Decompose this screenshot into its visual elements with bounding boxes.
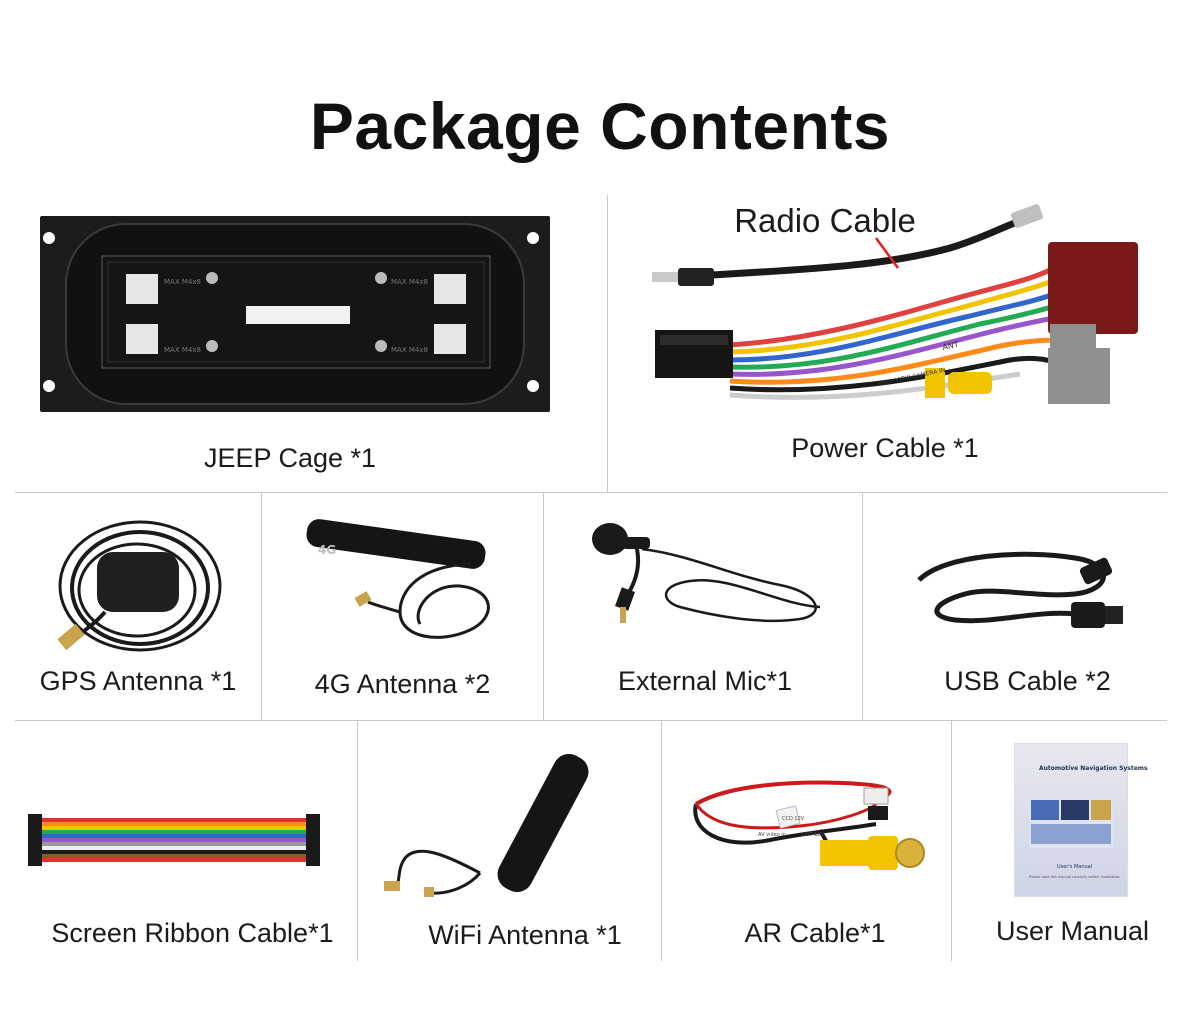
divider-row-1 (15, 492, 1167, 493)
manual-title: Automotive Navigation Systems (1039, 765, 1148, 772)
jeep-cage-image: MAX M4x8 MAX M4x8 MAX M4x8 MAX M4x8 (40, 216, 550, 412)
ar-tag: CCD 12V (782, 816, 805, 822)
divider-col-mid-2 (543, 493, 544, 720)
cage-mark: MAX M4x8 (164, 278, 201, 286)
gps-antenna-label: GPS Antenna *1 (39, 666, 237, 696)
external-mic-image (580, 515, 830, 665)
cage-mark: MAX M4x8 (164, 346, 201, 354)
manual-subtitle: User's Manual (1057, 864, 1092, 870)
ar-cable-image: CCD 12V AV video in OUT 12V (680, 770, 950, 900)
cage-mark: MAX M4x8 (391, 278, 428, 286)
divider-col-bot-2 (661, 721, 662, 961)
gps-antenna-image (45, 510, 225, 660)
divider-row-2 (15, 720, 1167, 721)
ar-cable-label: AR Cable*1 (744, 918, 886, 948)
power-cable-label: Power Cable *1 (791, 433, 979, 463)
ar-tag: AV video in (758, 832, 786, 838)
4g-antenna-image: 4G (300, 519, 520, 660)
cage-mark: MAX M4x8 (391, 346, 428, 354)
usb-cable-label: USB Cable *2 (944, 666, 1111, 696)
divider-col-mid-3 (862, 493, 863, 720)
antenna-badge: 4G (318, 543, 336, 557)
ribbon-cable-label: Screen Ribbon Cable*1 (51, 918, 334, 948)
ar-tag: OUT 12V (802, 832, 825, 838)
ribbon-cable-image (28, 812, 320, 868)
manual-note: Please read this manual carefully before… (1029, 875, 1120, 879)
radio-cable-label: Radio Cable (734, 202, 916, 239)
wifi-antenna-image (380, 745, 620, 905)
jeep-cage-label: JEEP Cage *1 (203, 443, 377, 473)
divider-col-bot-1 (357, 721, 358, 961)
4g-antenna-label: 4G Antenna *2 (314, 669, 491, 699)
user-manual-image: Automotive Navigation Systems User's Man… (1014, 743, 1148, 897)
harness-tag: ANT (942, 340, 960, 352)
user-manual-label: User Manual (995, 916, 1150, 946)
power-cable-image: ANT REAR VIEW CAMERA IN (650, 200, 1150, 420)
wifi-antenna-label: WiFi Antenna *1 (428, 920, 622, 950)
external-mic-label: External Mic*1 (617, 666, 793, 696)
divider-col-top (607, 195, 608, 492)
divider-col-bot-3 (951, 721, 952, 961)
divider-col-mid-1 (261, 493, 262, 720)
usb-cable-image (905, 540, 1135, 650)
page-title: Package Contents (309, 89, 891, 163)
